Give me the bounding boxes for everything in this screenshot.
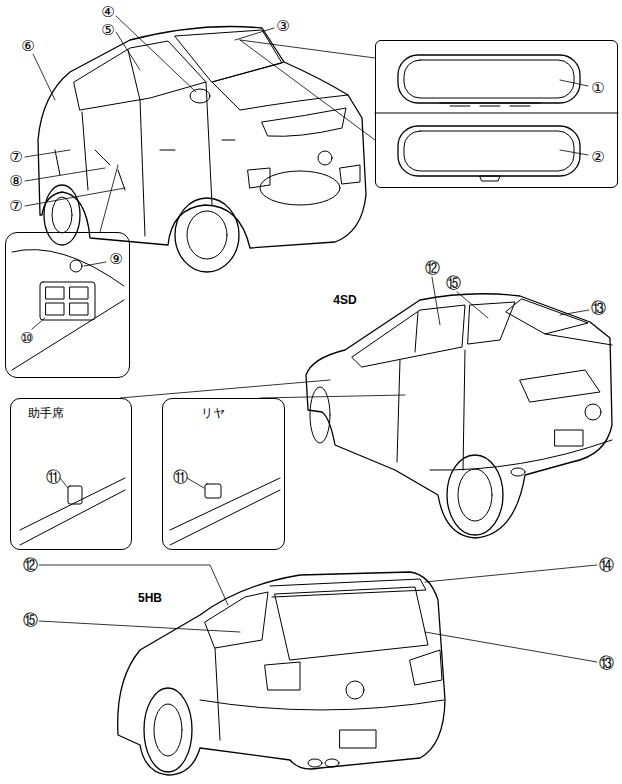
inset-panel: リヤ ⑪ [162, 398, 285, 550]
model-label: 5HB [137, 592, 163, 604]
door-switch-art [20, 478, 280, 545]
leader-lines [25, 16, 597, 662]
callout-number: ⑫ [22, 558, 39, 573]
hatchback-rear-view [118, 572, 445, 775]
sedan-rear-view [306, 294, 612, 538]
callout-number: ④ [100, 5, 115, 20]
callout-number: ⑪ [173, 470, 188, 485]
inset-panel: ①② [375, 40, 618, 188]
callout-number: ② [591, 150, 604, 165]
hatchback-front-view [38, 27, 366, 273]
callout-number: ⑪ [46, 470, 61, 485]
callout-number: ⑦ [8, 150, 23, 165]
callout-number: ③ [275, 19, 290, 34]
callout-number: ⑫ [424, 261, 441, 276]
callout-number: ⑬ [598, 656, 615, 671]
callout-number: ⑩ [20, 331, 33, 346]
inset-panel: ⑨⑩ [5, 232, 130, 378]
callout-number: ⑦ [8, 199, 23, 214]
callout-number: ⑧ [8, 174, 23, 189]
callout-number: ⑨ [109, 252, 122, 267]
inset-panel: 助手席 ⑪ [10, 398, 132, 550]
callout-number: ① [591, 81, 604, 96]
callout-number: ⑬ [590, 301, 607, 316]
model-label: 4SD [332, 294, 357, 306]
callout-number: ⑮ [445, 276, 462, 291]
callout-number: ⑥ [20, 39, 35, 54]
callout-number: ⑮ [22, 613, 39, 628]
callout-number: ⑤ [100, 23, 115, 38]
rearview-mirror-inset-art [375, 55, 618, 181]
panel-heading: 助手席 [28, 407, 64, 419]
power-window-switch-art [12, 250, 124, 370]
callout-number: ⑭ [598, 558, 615, 573]
panel-heading: リヤ [201, 407, 225, 419]
